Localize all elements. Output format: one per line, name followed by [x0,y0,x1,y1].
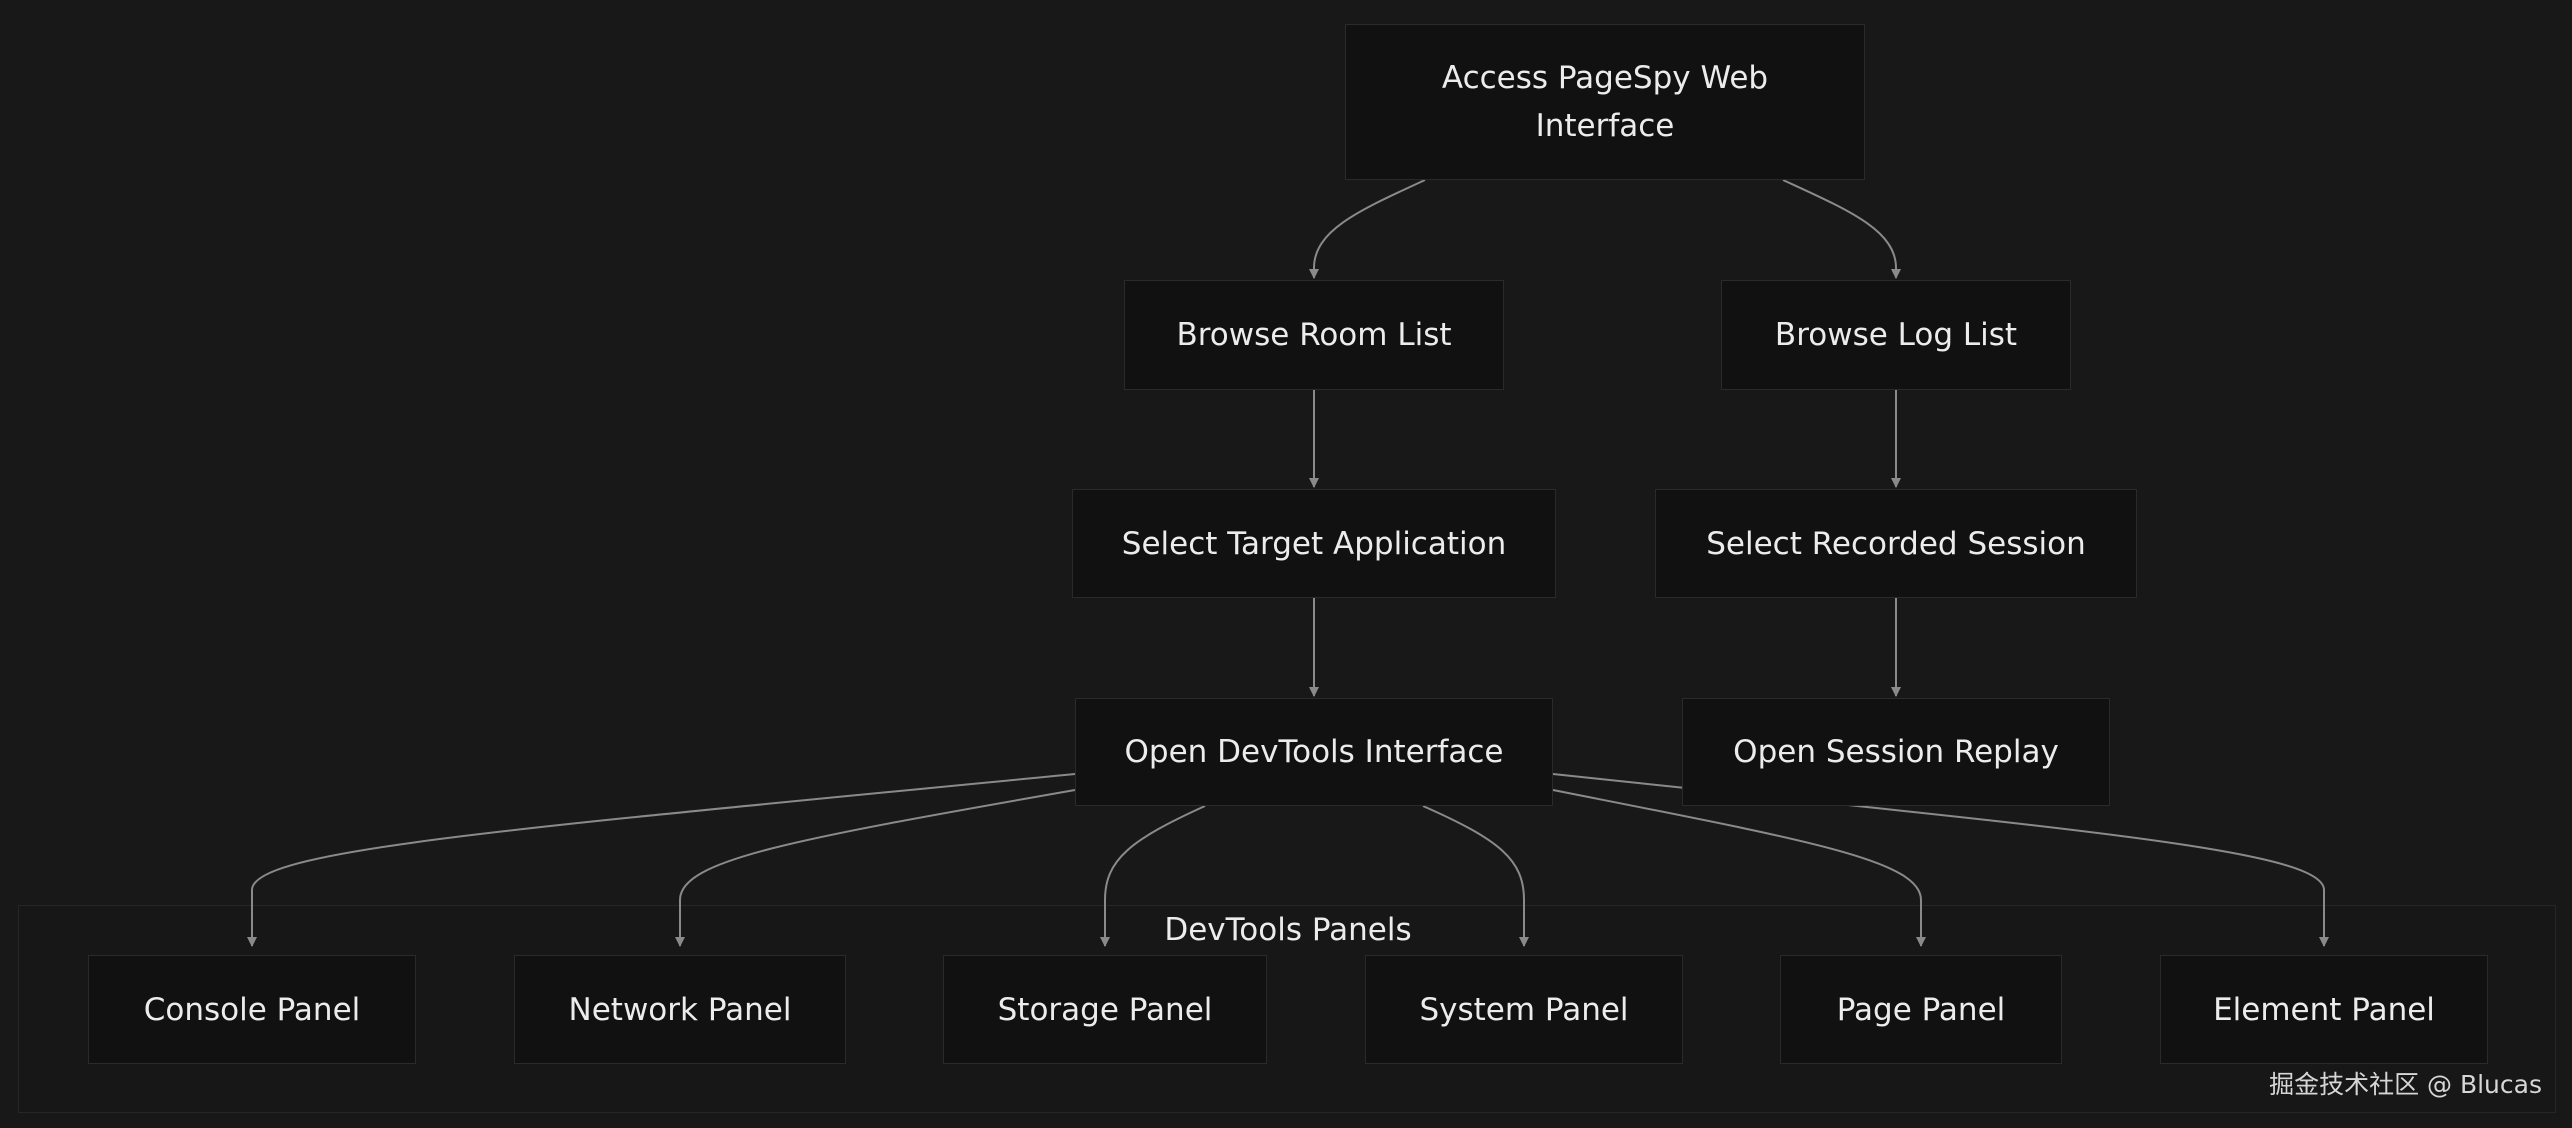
node-select-target-application[interactable]: Select Target Application [1072,489,1556,598]
edge-access-to-browse-log [1782,179,1901,279]
node-page-panel[interactable]: Page Panel [1780,955,2062,1064]
node-console-panel[interactable]: Console Panel [88,955,416,1064]
node-select-recorded-session[interactable]: Select Recorded Session [1655,489,2137,598]
node-system-panel[interactable]: System Panel [1365,955,1683,1064]
node-access-pagespy-line2: Interface [1535,108,1675,144]
node-open-session-replay[interactable]: Open Session Replay [1682,698,2110,806]
edge-devtools-to-storage [1100,805,1206,947]
edge-devtools-to-console [247,773,1076,947]
node-storage-panel[interactable]: Storage Panel [943,955,1267,1064]
node-browse-log-list[interactable]: Browse Log List [1721,280,2071,390]
node-open-devtools-interface[interactable]: Open DevTools Interface [1075,698,1553,806]
edge-devtools-to-page [1552,789,1926,947]
edge-devtools-to-system [1422,805,1529,947]
watermark: 掘金技术社区 @ Blucas [2269,1070,2542,1099]
node-browse-room-list[interactable]: Browse Room List [1124,280,1504,390]
devtools-panels-group [18,905,2556,1113]
node-access-pagespy-line1: Access PageSpy Web [1441,60,1769,96]
node-element-panel[interactable]: Element Panel [2160,955,2488,1064]
edge-access-to-browse-room [1309,179,1426,279]
node-network-panel[interactable]: Network Panel [514,955,846,1064]
devtools-panels-title: DevTools Panels [1164,912,1412,948]
edge-devtools-to-network [675,789,1076,947]
node-access-pagespy[interactable]: Access PageSpy Web Interface [1345,24,1865,180]
